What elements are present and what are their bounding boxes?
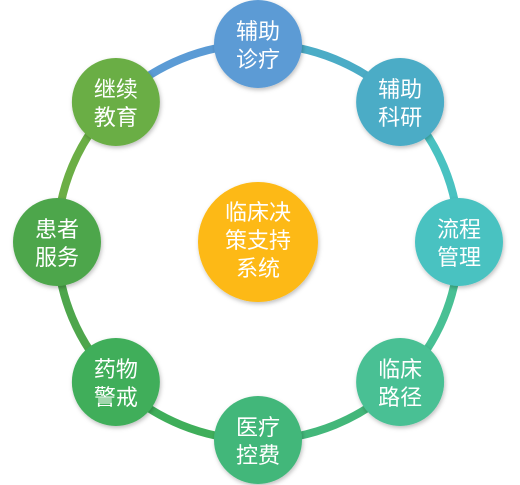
node-circle — [71, 338, 160, 427]
node-label-line-2: 服务 — [35, 246, 79, 271]
node-label-line-1: 患者 — [35, 218, 79, 243]
center-label-line-2: 策支持 — [225, 229, 291, 254]
node-circle — [415, 198, 503, 286]
node-label-line-1: 流程 — [437, 218, 481, 243]
center-label-line-3: 系统 — [236, 257, 280, 282]
center-label-line-1: 临床决 — [225, 201, 291, 226]
center-group: 临床决 策支持 系统 — [198, 182, 318, 302]
node-label-line-1: 临床 — [378, 358, 422, 383]
node-circle — [356, 338, 445, 427]
node-label-line-2: 控费 — [236, 444, 280, 469]
node-circle — [214, 396, 302, 484]
node-circle — [13, 198, 101, 286]
node-label-line-2: 路径 — [378, 386, 422, 411]
node-label-line-1: 医疗 — [236, 416, 280, 441]
center-circle — [198, 182, 318, 302]
node-label-line-1: 继续 — [94, 78, 138, 103]
node-label-line-2: 警戒 — [94, 386, 138, 411]
node-circle — [356, 57, 445, 146]
node-label-line-2: 诊疗 — [236, 48, 280, 73]
node-circle — [71, 57, 160, 146]
node-label-line-2: 管理 — [437, 246, 481, 271]
node-circle — [214, 0, 302, 88]
node-label-line-1: 辅助 — [378, 78, 422, 103]
node-label-line-2: 教育 — [94, 106, 138, 131]
node-label-line-1: 药物 — [94, 358, 138, 383]
node-label-line-2: 科研 — [378, 106, 422, 131]
node-label-line-1: 辅助 — [236, 20, 280, 45]
